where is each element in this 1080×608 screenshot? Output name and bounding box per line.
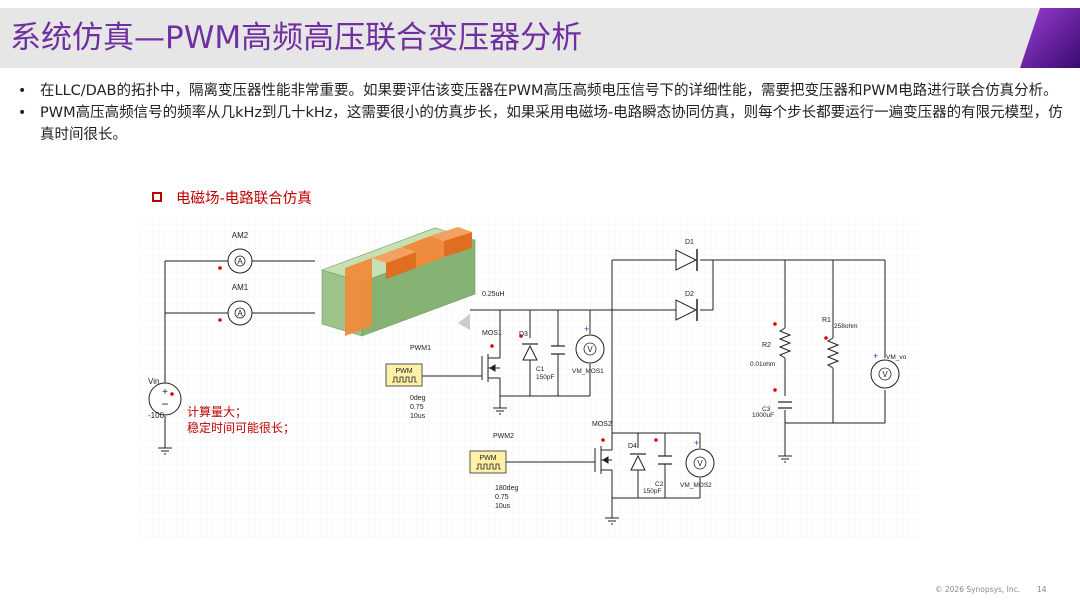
voltmeter-symbol: V [882, 370, 888, 379]
capacitor-c1 [551, 345, 565, 355]
bullet-dot-icon: • [18, 83, 27, 99]
vin-label: Vin [148, 377, 159, 386]
note-line-2: 稳定时间可能很长； [187, 420, 295, 435]
polarity-dot [519, 334, 523, 338]
vm-mos2-label: VM_MOS2 [680, 482, 712, 489]
svg-text:+: + [694, 438, 699, 448]
footer-page-number: 14 [1037, 585, 1047, 594]
ammeter-am1: A [218, 300, 253, 326]
ground-icon [778, 455, 792, 463]
bullet-item: • PWM高压高频信号的频率从几kHz到几十kHz，这需要很小的仿真步长，如果采用… [18, 102, 1068, 146]
pwm-block-label: PWM [395, 368, 412, 375]
voltmeter-vm-mos1: V + [575, 324, 605, 364]
mos2-label: MOS2 [592, 421, 612, 428]
pwm1-param: 0deg [410, 395, 426, 402]
voltmeter-vm-vo: V + [870, 351, 900, 389]
r1-label: R1 [822, 317, 831, 324]
pwm1-param: 0.75 [410, 404, 424, 411]
svg-text:−: − [161, 397, 168, 411]
r2-value: 0.01ohm [750, 361, 775, 368]
bullet-item: • 在LLC/DAB的拓扑中，隔离变压器性能非常重要。如果要评估该变压器在PWM高… [18, 80, 1068, 102]
vm-mos1-label: VM_MOS1 [572, 368, 604, 375]
c2-value: 150pF [643, 488, 661, 495]
legend-square-icon [152, 192, 162, 202]
capacitor-c3 [778, 401, 792, 409]
bullet-text: 在LLC/DAB的拓扑中，隔离变压器性能非常重要。如果要评估该变压器在PWM高压… [40, 83, 1058, 99]
page-title: 系统仿真—PWM高频高压联合变压器分析 [10, 20, 583, 56]
c3-value: 1000uF [752, 412, 774, 419]
ammeter-am2: A [218, 248, 253, 274]
transformer-3d-model [321, 227, 476, 337]
am1-label: AM1 [232, 283, 249, 292]
voltmeter-symbol: V [587, 345, 593, 354]
vm-vo-label: VM_vo [886, 354, 907, 361]
r1-value: 258ohm [834, 323, 858, 330]
d3-label: D3 [519, 331, 528, 338]
polarity-dot [654, 438, 658, 442]
resistor-r1 [826, 337, 840, 369]
resistor-r2 [778, 327, 792, 359]
pwm2-param: 0.75 [495, 494, 509, 501]
am2-label: AM2 [232, 231, 249, 240]
bullet-text: PWM高压高频信号的频率从几kHz到几十kHz，这需要很小的仿真步长，如果采用电… [40, 105, 1063, 143]
circuit-schematic: A AM2 A AM1 + − Vin -100 计算量大； 稳定时间可能很长；… [140, 218, 920, 538]
bullet-dot-icon: • [18, 105, 27, 121]
c1-label: C1 [536, 366, 545, 373]
inductance-label: 0.25uH [482, 291, 505, 298]
svg-text:+: + [162, 387, 168, 398]
ground-icon [605, 517, 619, 525]
polarity-dot [490, 344, 494, 348]
c1-value: 150pF [536, 374, 554, 381]
d2-label: D2 [685, 291, 694, 298]
d4-label: D4 [628, 443, 637, 450]
pwm2-param: 10us [495, 503, 511, 510]
ammeter-symbol: A [237, 257, 243, 266]
svg-text:+: + [584, 324, 589, 334]
polarity-dot [773, 388, 777, 392]
d1-label: D1 [685, 239, 694, 246]
voltage-source-vin: + − [148, 382, 182, 416]
title-bar: 系统仿真—PWM高频高压联合变压器分析 [0, 8, 1080, 68]
ground-icon [158, 447, 172, 455]
mosfet-mos1 [481, 354, 501, 382]
wires [164, 259, 886, 518]
ground-icon [493, 407, 507, 415]
vin-value: -100 [148, 411, 165, 420]
pwm1-block: PWM [385, 363, 423, 387]
capacitor-c2 [658, 455, 672, 465]
bullet-list: • 在LLC/DAB的拓扑中，隔离变压器性能非常重要。如果要评估该变压器在PWM高… [18, 80, 1068, 146]
note-line-1: 计算量大； [187, 404, 247, 419]
legend-label: 电磁场-电路联合仿真 [176, 191, 312, 207]
svg-text:+: + [873, 351, 878, 361]
polarity-dot [601, 438, 605, 442]
pwm1-label: PWM1 [410, 345, 431, 352]
voltmeter-vm-mos2: V + [685, 438, 715, 478]
polarity-dot [824, 336, 828, 340]
mos1-label: MOS1 [482, 330, 502, 337]
ammeter-symbol: A [237, 309, 243, 318]
pwm2-label: PWM2 [493, 433, 514, 440]
pwm1-param: 10us [410, 413, 426, 420]
diode-d4 [630, 453, 646, 471]
footer-copyright: © 2026 Synopsys, Inc. [935, 585, 1021, 594]
pwm2-block: PWM [469, 450, 507, 474]
pwm2-param: 180deg [495, 485, 518, 492]
corner-decoration [1020, 8, 1080, 68]
diode-d2 [675, 299, 698, 321]
pwm-block-label: PWM [479, 455, 496, 462]
diode-d3 [522, 343, 538, 361]
c2-label: C2 [655, 481, 664, 488]
mosfet-mos2 [594, 446, 613, 474]
diode-d1 [675, 249, 698, 271]
polarity-dot [773, 322, 777, 326]
c3-label: C3 [762, 406, 771, 413]
r2-label: R2 [762, 342, 771, 349]
voltmeter-symbol: V [697, 459, 703, 468]
